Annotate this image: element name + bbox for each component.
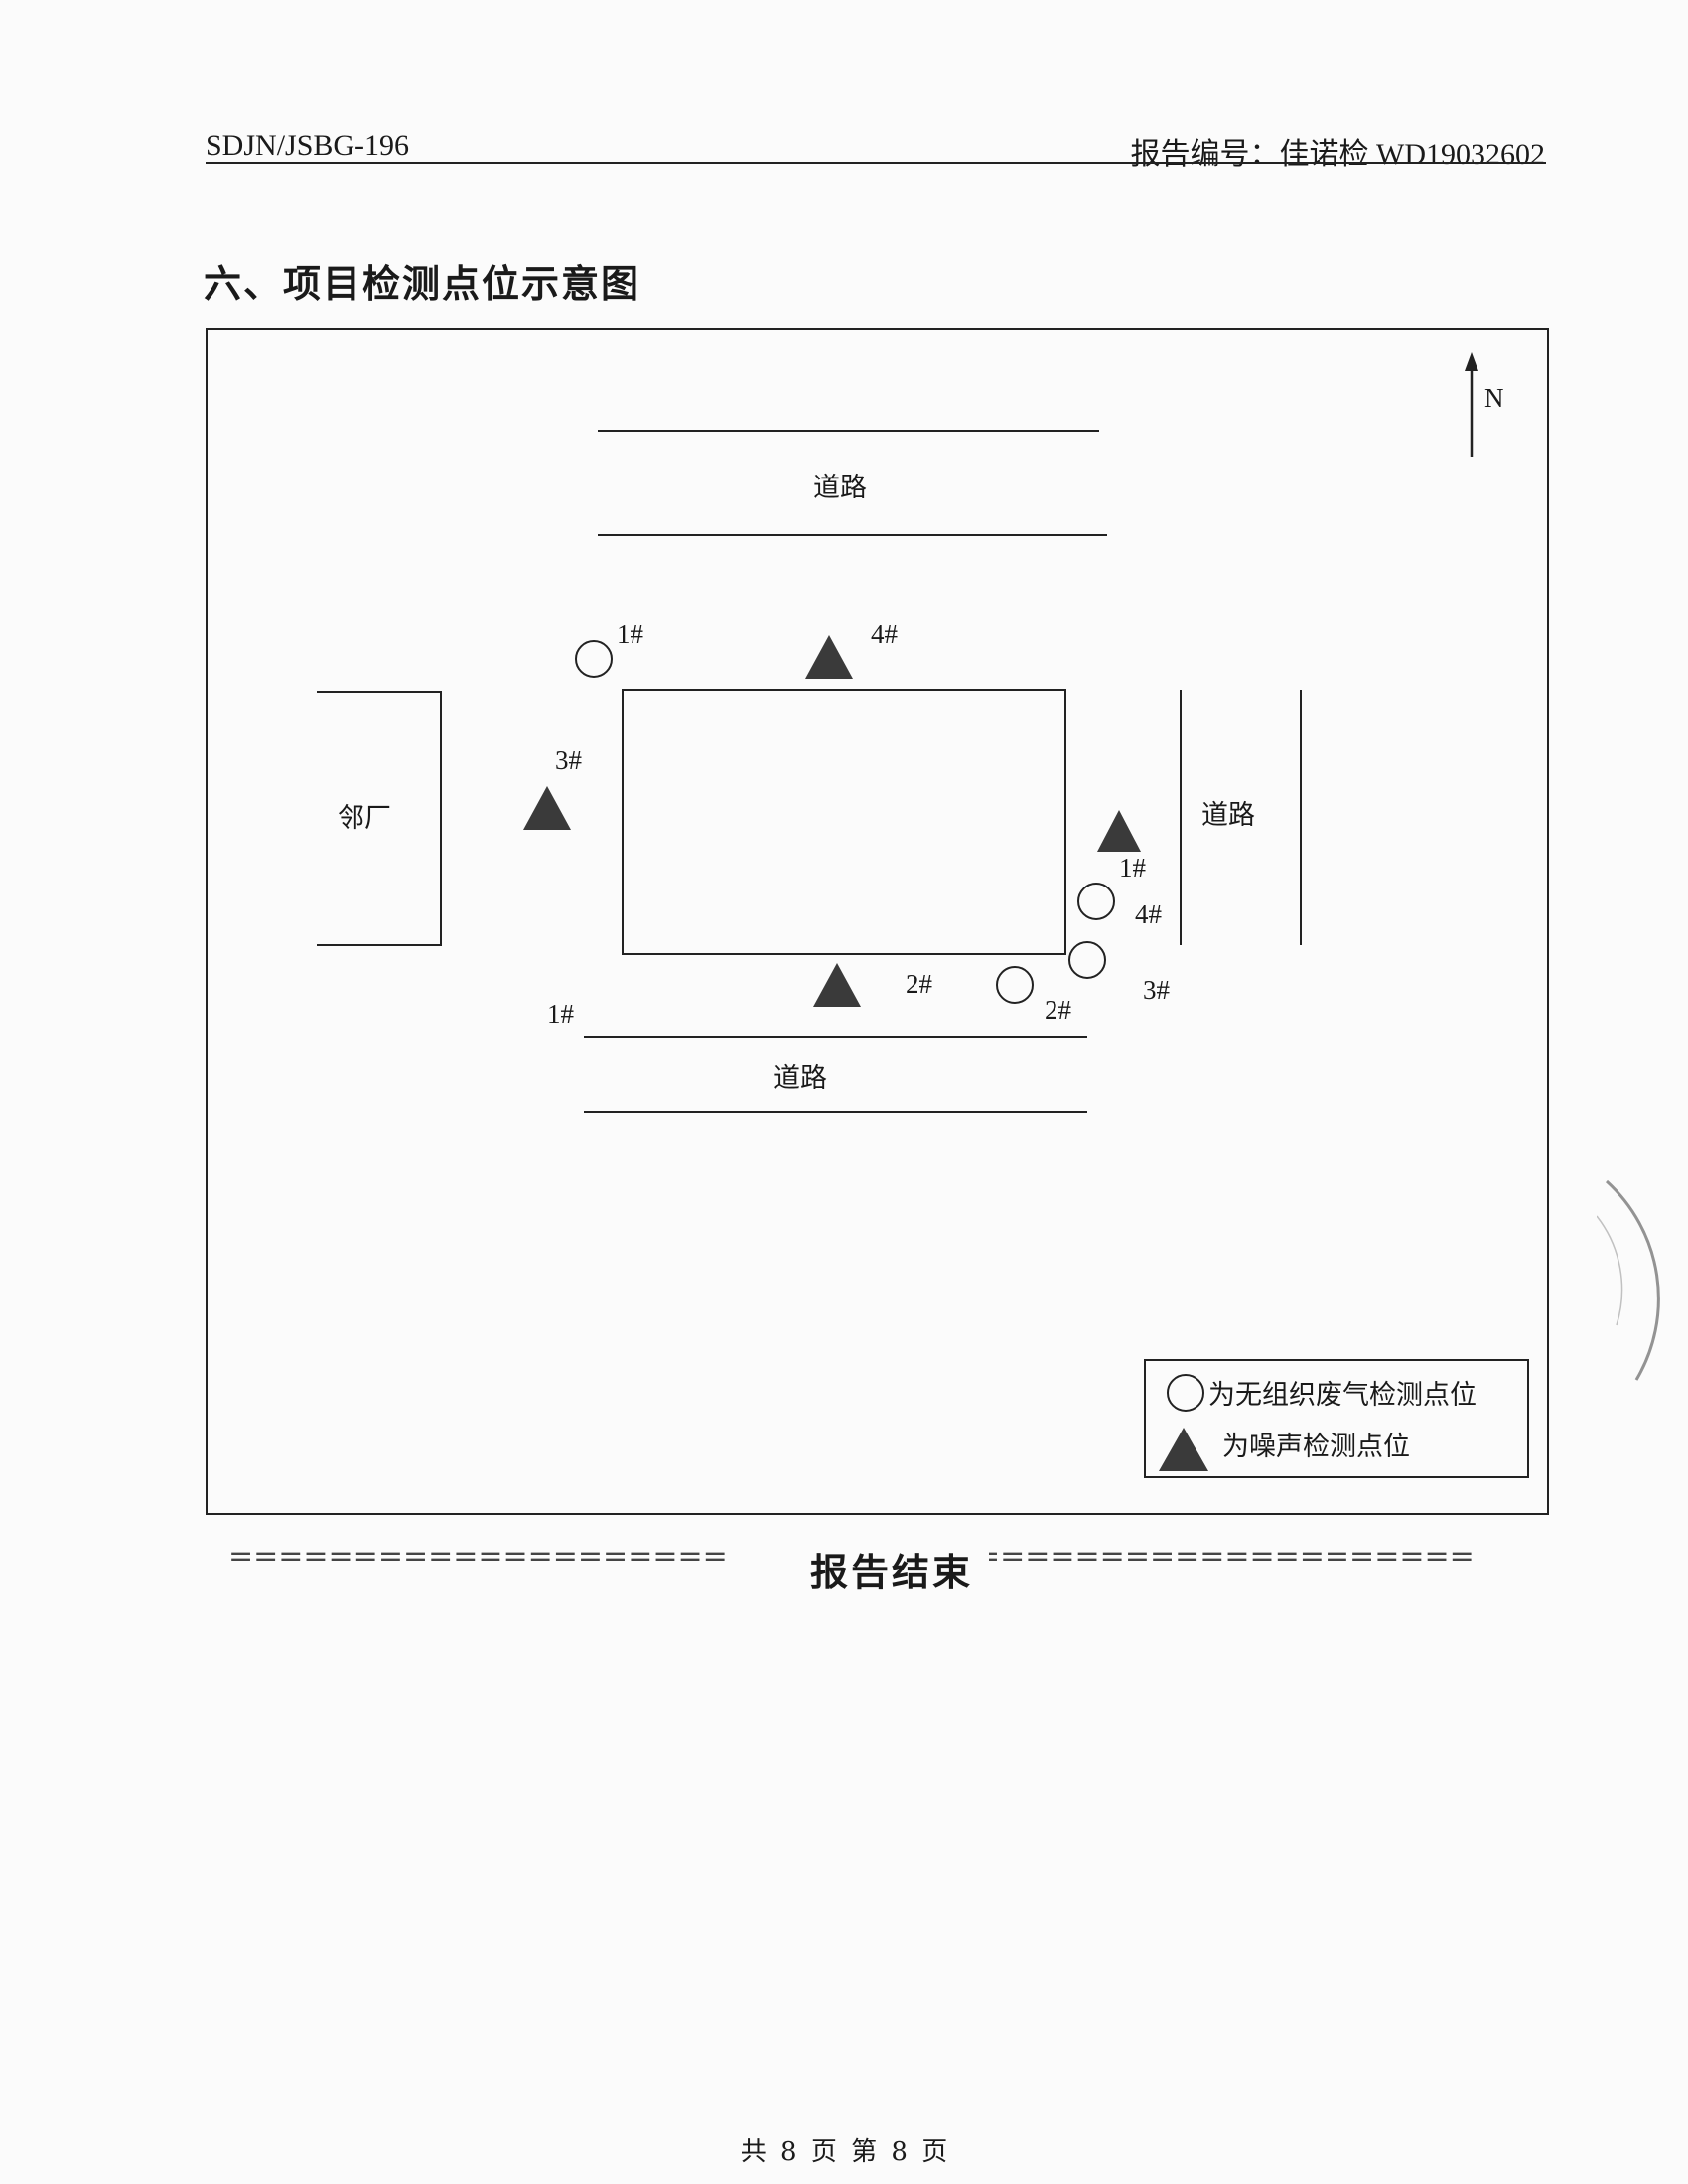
plant-building [622, 689, 1066, 955]
road-bottom-label: 道路 [774, 1063, 827, 1094]
noise-point-1-road-label: 1# [547, 999, 575, 1028]
noise-point-2-label: 2# [906, 969, 933, 999]
site-map: N 道路 道路 道路 邻厂 1# [206, 328, 1549, 1515]
gas-point-1: 1# [575, 619, 644, 678]
map-frame [206, 328, 1549, 1515]
noise-point-1: 1# [1097, 810, 1147, 883]
legend-noise-label: 为噪声检测点位 [1222, 1432, 1410, 1462]
gas-point-2: 2# [996, 966, 1072, 1024]
noise-point-4: 4# [805, 619, 899, 679]
legend: 为无组织废气检测点位 为噪声检测点位 [1144, 1359, 1529, 1478]
road-top: 道路 [598, 430, 1107, 536]
noise-point-1-label: 1# [1119, 853, 1147, 883]
neighbor-label: 邻厂 [338, 803, 391, 834]
gas-point-4: 4# [1077, 883, 1163, 929]
noise-point-4-label: 4# [871, 619, 899, 649]
legend-circle-icon [1167, 1374, 1204, 1412]
noise-point-3-label: 3# [555, 746, 583, 775]
noise-point-3: 3# [523, 746, 583, 830]
road-bottom: 道路 [584, 1036, 1087, 1113]
gas-point-2-label: 2# [1045, 995, 1072, 1024]
end-rule-right-wrap: ==================== [975, 1539, 1475, 1573]
gas-point-1-label: 1# [617, 619, 644, 649]
end-rule-left: ==================== [228, 1539, 728, 1573]
document-code: SDJN/JSBG-196 [206, 129, 410, 162]
gas-point-3-label: 3# [1143, 975, 1171, 1005]
north-label: N [1484, 383, 1504, 413]
legend-gas-label: 为无组织废气检测点位 [1208, 1380, 1477, 1411]
report-end-text: 报告结束 [794, 1542, 990, 1596]
end-rule-right: ==================== [975, 1539, 1475, 1573]
road-right-label: 道路 [1201, 800, 1255, 831]
north-arrow: N [1465, 352, 1504, 457]
gas-point-4-label: 4# [1135, 899, 1163, 929]
report-end-rule: ==================== [228, 1539, 1519, 1573]
header-rule [206, 162, 1546, 164]
page-number: 共 8 页 第 8 页 [740, 2137, 948, 2167]
road-right: 道路 [1180, 690, 1302, 945]
report-number: 报告编号：佳诺检 WD19032602 [1130, 138, 1545, 171]
legend-triangle-icon [1159, 1428, 1208, 1471]
site-map-svg: N 道路 道路 道路 邻厂 1# [206, 328, 1549, 1515]
neighbor-factory: 邻厂 [317, 691, 442, 946]
gas-point-3: 3# [1068, 941, 1171, 1005]
seal-fragment [1596, 1176, 1686, 1385]
road-top-label: 道路 [813, 473, 867, 503]
section-title: 六、项目检测点位示意图 [204, 261, 641, 306]
noise-point-2: 2# [813, 963, 933, 1007]
